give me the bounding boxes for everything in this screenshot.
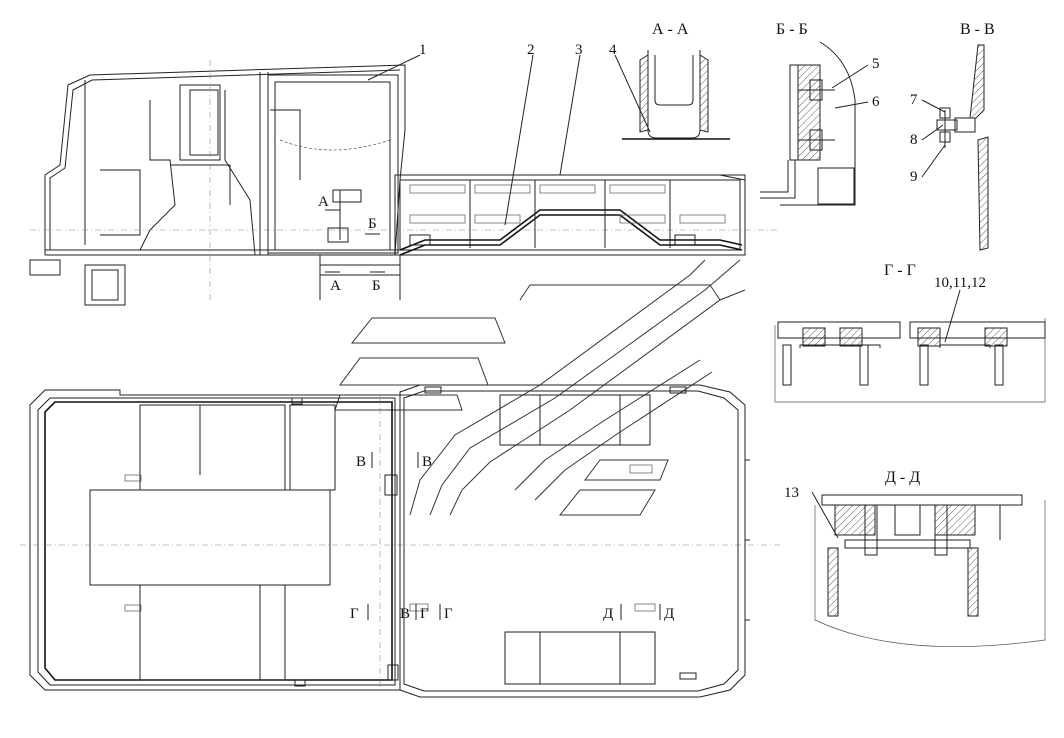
side-view-cab [29, 60, 780, 306]
section-vv: В - В [936, 21, 995, 251]
callout-13: 13 [784, 485, 799, 501]
section-dd: Д - Д [814, 469, 1046, 647]
marker-d-left: Д [603, 606, 613, 622]
section-vv-title: В - В [960, 21, 995, 38]
leader-lines [367, 54, 961, 539]
section-bb: Б - Б [760, 21, 856, 206]
callout-2: 2 [527, 42, 535, 58]
callout-6: 6 [872, 94, 880, 110]
marker-v-right: В [422, 454, 432, 470]
callout-7: 7 [910, 92, 918, 108]
marker-v-bottom: В [400, 606, 410, 622]
marker-a-top: А [318, 194, 329, 210]
section-markers: А А Б Б В В Г Г Г В Д Д [318, 194, 674, 622]
side-view-body [394, 174, 746, 256]
callout-1: 1 [419, 42, 427, 58]
section-gg: Г - Г [774, 262, 1046, 403]
callout-9: 9 [910, 169, 918, 185]
marker-g-left: Г [350, 606, 359, 622]
callout-4: 4 [609, 42, 617, 58]
section-gg-title: Г - Г [884, 262, 916, 279]
marker-g-right: Г [444, 606, 453, 622]
section-aa: А - А [622, 21, 730, 140]
marker-v-left: В [356, 454, 366, 470]
callout-10-11-12: 10,11,12 [934, 275, 986, 291]
callout-3: 3 [575, 42, 583, 58]
callout-5: 5 [872, 56, 880, 72]
marker-b-top: Б [368, 216, 377, 232]
watermark-logo [334, 259, 746, 516]
plan-view [20, 384, 780, 698]
section-dd-title: Д - Д [885, 469, 920, 486]
callout-8: 8 [910, 132, 918, 148]
marker-d-right: Д [664, 606, 674, 622]
callout-numbers: 1 2 3 4 5 6 7 8 9 10,11,12 13 [419, 42, 986, 501]
marker-a-bottom: А [330, 278, 341, 294]
marker-b-bottom: Б [372, 278, 381, 294]
section-bb-title: Б - Б [776, 21, 808, 38]
section-aa-title: А - А [652, 21, 689, 38]
marker-g-mid: Г [420, 606, 429, 622]
